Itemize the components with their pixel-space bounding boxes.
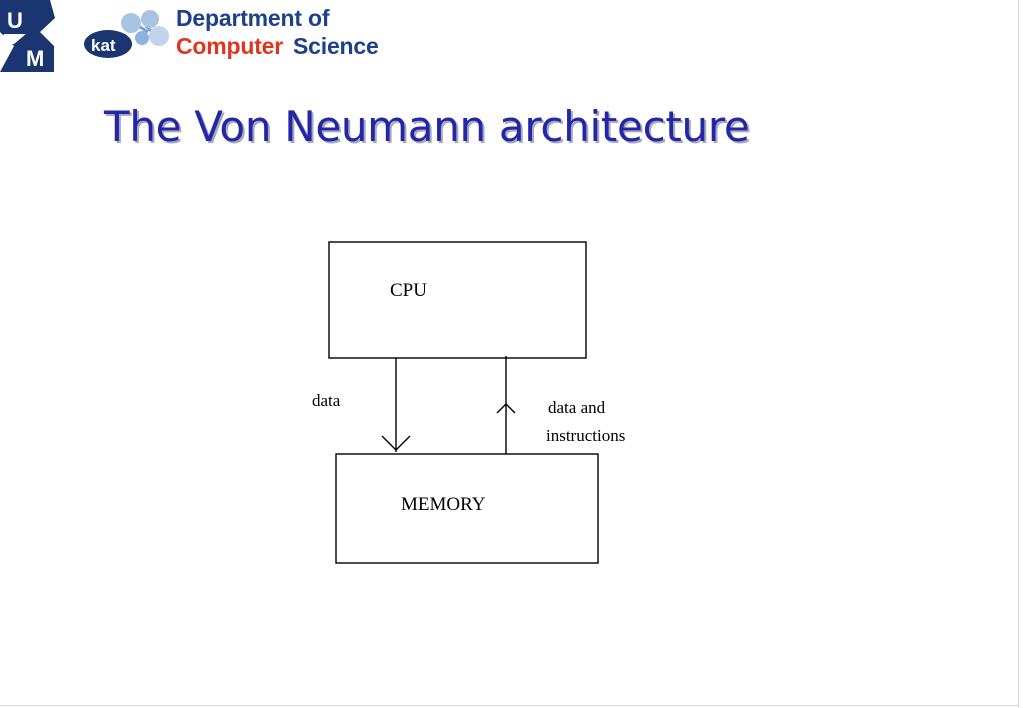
up-arrow-head <box>496 403 516 414</box>
memory-label: MEMORY <box>401 494 486 515</box>
memory-box <box>335 453 599 564</box>
science-word: Science <box>293 33 379 59</box>
slide-title: The Von Neumann architecture <box>104 102 750 151</box>
um-logo: U M <box>0 0 55 72</box>
up-arrow-label-line1: data and <box>548 398 606 417</box>
slide-border-right <box>1018 0 1019 708</box>
kat-logo-bubble <box>141 10 159 28</box>
um-logo-divider <box>0 34 26 44</box>
down-arrow-head <box>381 435 411 451</box>
um-logo-shape <box>0 0 55 72</box>
down-arrow-label: data <box>312 391 341 410</box>
um-logo-letter-m: M <box>26 46 44 71</box>
slide-border-bottom <box>0 705 1019 706</box>
kat-logo: kat <box>84 10 169 58</box>
computer-science-text: Computer Science <box>176 33 379 60</box>
up-arrow-label-line2: instructions <box>546 426 625 445</box>
um-logo-letter-u: U <box>7 8 23 33</box>
kat-logo-text: kat <box>91 36 116 55</box>
cpu-label: CPU <box>390 280 427 301</box>
cpu-box <box>328 241 587 359</box>
kat-logo-oval <box>84 30 132 58</box>
von-neumann-diagram: CPU MEMORY data data and instructions <box>312 241 625 564</box>
kat-logo-bubble <box>121 13 141 33</box>
computer-word: Computer <box>176 33 284 59</box>
kat-logo-bubble <box>149 26 169 46</box>
department-of-text: Department of <box>176 5 330 31</box>
kat-logo-bubble <box>135 31 149 45</box>
